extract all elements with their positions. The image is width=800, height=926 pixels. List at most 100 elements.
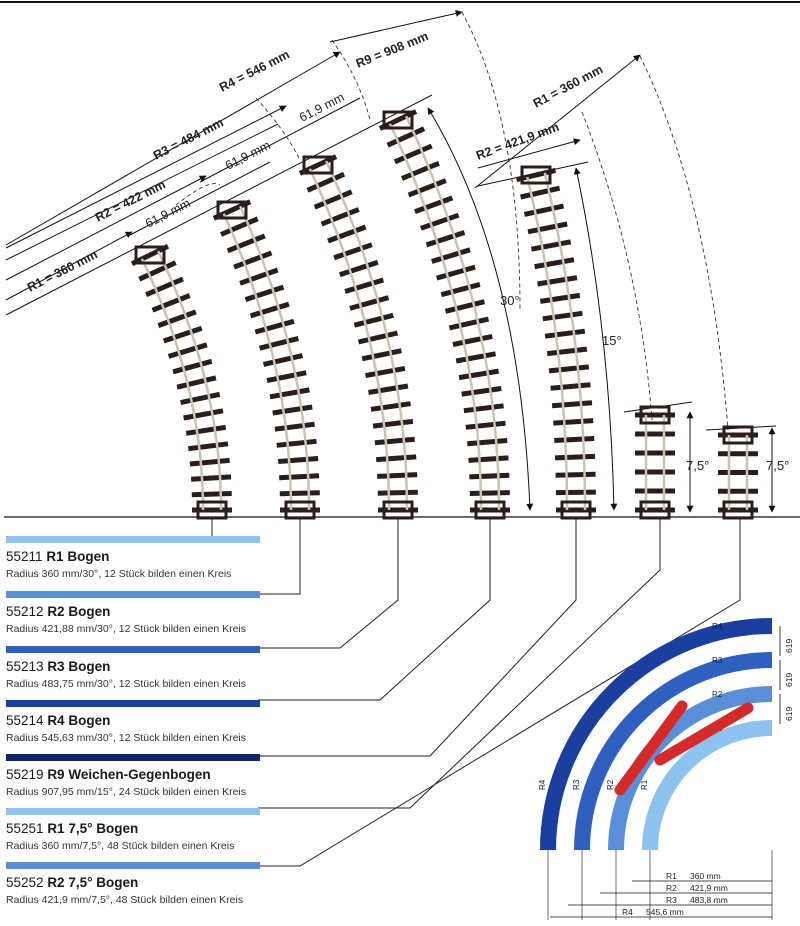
sleeper	[374, 436, 415, 446]
sleeper	[365, 365, 406, 379]
rail-connector	[722, 425, 754, 445]
sleeper	[249, 301, 290, 319]
sleeper	[130, 244, 170, 266]
sleeper	[361, 348, 402, 362]
sleeper	[274, 421, 315, 432]
sleeper	[467, 438, 508, 447]
sleeper	[555, 471, 596, 478]
sleeper	[400, 160, 440, 181]
sleeper	[469, 472, 510, 480]
radius-row-label: R1	[666, 871, 677, 881]
sleeper	[425, 230, 466, 248]
sleeper	[386, 126, 426, 148]
sleeper	[279, 490, 320, 497]
sleeper	[266, 370, 307, 384]
angle-7-5-label-a: 7,5°	[686, 458, 709, 473]
sleeper	[185, 424, 227, 436]
rail-connector	[520, 165, 552, 185]
rail	[543, 172, 587, 510]
sleeper	[368, 383, 409, 395]
sleeper	[276, 438, 317, 448]
sleeper	[269, 387, 310, 400]
dim-r4-label: R4 = 546 mm	[217, 47, 292, 94]
track-r2-7-5	[718, 425, 758, 520]
rail-connector	[134, 245, 166, 265]
sleeper	[555, 489, 596, 496]
sleeper	[298, 154, 338, 176]
ring-label-side: R3	[572, 779, 581, 790]
item-title: 55211 R1 Bogen	[6, 549, 110, 564]
sleeper	[551, 400, 593, 409]
sleeper	[553, 418, 594, 426]
track-r9	[515, 165, 596, 520]
sleeper	[448, 316, 490, 331]
radius-row-value: 545,6 mm	[646, 907, 684, 917]
sleeper	[212, 199, 252, 221]
rail-connector	[216, 200, 248, 220]
sleeper	[376, 454, 417, 463]
sleeper	[357, 330, 399, 345]
leader-lines	[211, 517, 741, 867]
ring-label-top: R2	[712, 690, 723, 699]
ring-label-side: R1	[640, 779, 649, 790]
angle-7-5-label-b: 7,5°	[766, 458, 789, 473]
catalog-item-55213: 55213 R3 Bogen Radius 483,75 mm/30°, 12 …	[6, 646, 306, 691]
sleeper	[550, 382, 591, 391]
catalog-item-55214: 55214 R4 Bogen Radius 545,63 mm/30°, 12 …	[6, 700, 306, 745]
item-title: 55219 R9 Weichen-Gegenbogen	[6, 767, 211, 782]
sleeper	[372, 418, 414, 429]
ring-label-top: R4	[712, 622, 723, 631]
sleeper	[523, 203, 565, 217]
item-desc: Radius 421,9 mm/7,5°, 48 Stück bilden ei…	[6, 894, 244, 906]
color-bar	[6, 700, 260, 707]
color-bar	[6, 862, 260, 869]
sleeper	[162, 325, 203, 344]
radius-row-label: R3	[666, 895, 677, 905]
dim-gap3-label: 61,9 mm	[297, 90, 347, 125]
sleeper	[145, 276, 184, 297]
spacing-label: 619	[784, 707, 794, 721]
sleeper	[534, 257, 575, 270]
sleeper	[233, 250, 273, 270]
item-desc: Radius 421,88 mm/30°, 12 Stück bilden ei…	[6, 623, 247, 635]
sleeper	[272, 404, 313, 416]
color-bar	[6, 808, 260, 815]
radius-row-value: 360 mm	[690, 871, 721, 881]
ring-r3	[574, 652, 773, 851]
track-pieces	[130, 109, 758, 520]
item-title: 55213 R3 Bogen	[6, 659, 111, 674]
catalog-item-55219: 55219 R9 Weichen-Gegenbogen Radius 907,9…	[6, 754, 306, 799]
sleeper	[344, 277, 385, 294]
sleeper	[191, 491, 232, 498]
sleeper	[258, 335, 300, 351]
dim-r9-label: R9 = 908 mm	[354, 29, 430, 71]
catalog-item-55212: 55212 R2 Bogen Radius 421,88 mm/30°, 12 …	[6, 591, 306, 636]
sleeper	[180, 391, 221, 406]
rail	[308, 168, 391, 511]
angle-15-label: 15°	[602, 333, 622, 348]
sleeper	[407, 178, 447, 198]
sleeper	[254, 318, 295, 335]
rail-connector	[302, 155, 334, 175]
angle-30-label: 30°	[500, 293, 520, 308]
sleeper	[262, 353, 304, 367]
ring-r1	[642, 720, 773, 851]
sleeper	[278, 456, 319, 464]
sleeper	[327, 224, 367, 244]
sleeper	[176, 375, 217, 390]
sleeper	[138, 260, 177, 282]
sleeper	[279, 473, 320, 481]
sleeper	[377, 489, 418, 496]
rail	[525, 176, 569, 510]
radius-row-value: 483,8 mm	[690, 895, 728, 905]
sleeper	[320, 207, 360, 227]
rail	[239, 205, 311, 511]
sleeper	[183, 408, 224, 421]
spacing-label: 619	[784, 673, 794, 687]
sleeper	[190, 474, 232, 482]
dim-r1-label: R1 = 360 mm	[25, 247, 100, 294]
track-r1-7-5	[635, 405, 675, 520]
sleeper	[151, 293, 191, 313]
sleeper	[542, 310, 583, 322]
